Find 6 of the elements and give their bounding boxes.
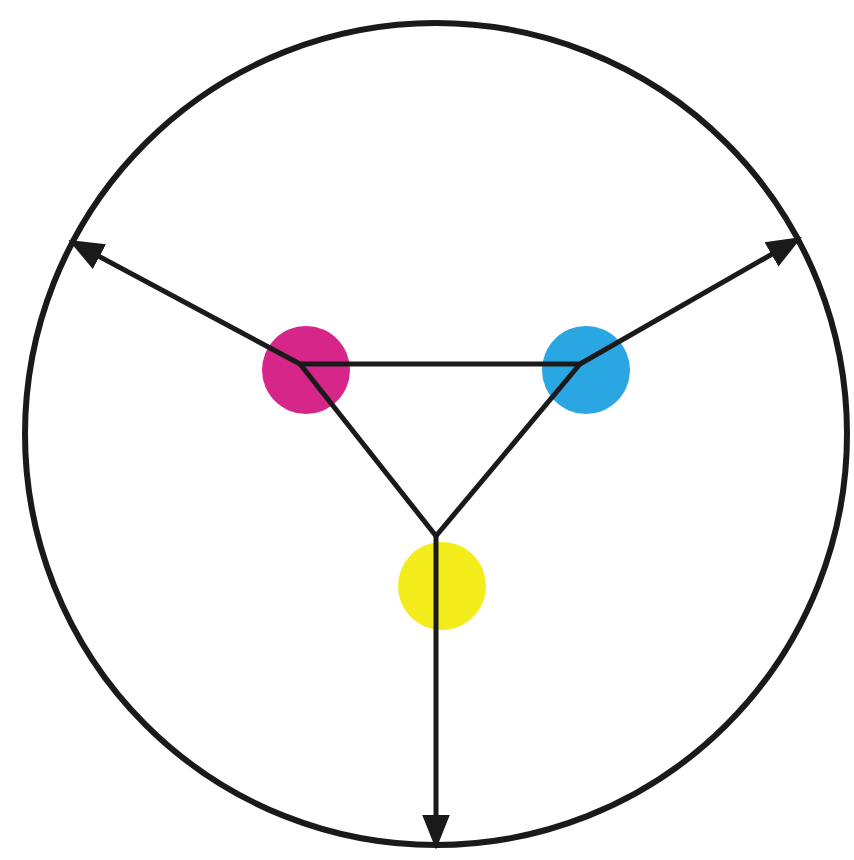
arrow (68, 239, 302, 367)
connector-line (434, 362, 582, 538)
arrow (422, 536, 450, 850)
connector-line (298, 362, 438, 538)
arrow (578, 236, 802, 367)
connector-line (300, 361, 580, 367)
